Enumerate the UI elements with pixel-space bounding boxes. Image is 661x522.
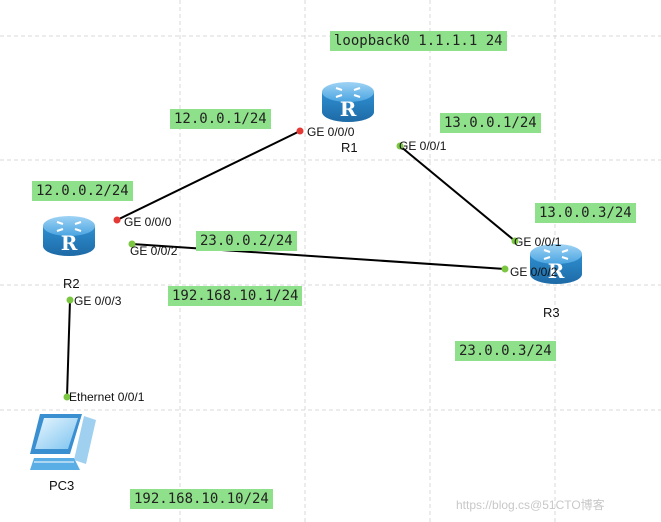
port-label-r3-ge001: GE 0/0/1 (514, 235, 562, 249)
label-r2-ge000-ip: 12.0.0.2/24 (32, 181, 133, 201)
port-label-r1-ge000: GE 0/0/0 (307, 125, 355, 139)
port-dot-r3-ge001[interactable] (511, 237, 519, 245)
svg-text:R: R (548, 259, 565, 283)
watermark-text: https://blog.cs@51CTO博客 (456, 498, 605, 512)
link-r2-pc3[interactable] (66, 299, 71, 398)
port-dot-r1-ge000[interactable] (296, 127, 304, 135)
router-r1-icon[interactable]: R (322, 82, 374, 122)
label-r1-ge000-ip: 12.0.0.1/24 (170, 109, 271, 129)
port-label-r2-ge003: GE 0/0/3 (74, 294, 122, 308)
label-loopback: loopback0 1.1.1.1 24 (330, 31, 507, 51)
port-dot-pc3-eth[interactable] (63, 393, 71, 401)
device-name-r1: R1 (341, 140, 358, 155)
svg-text:R: R (61, 231, 78, 255)
links (66, 130, 516, 398)
svg-text:R: R (340, 97, 357, 121)
device-name-pc3: PC3 (49, 478, 75, 493)
port-label-r2-ge000: GE 0/0/0 (124, 215, 172, 229)
port-dot-r2-ge003[interactable] (66, 296, 74, 304)
link-r1-r2[interactable] (116, 130, 301, 221)
port-dot-r2-ge000[interactable] (113, 216, 121, 224)
router-r3-icon[interactable]: R (530, 244, 582, 284)
port-dot-r2-ge002[interactable] (128, 240, 136, 248)
port-dot-r1-ge001[interactable] (396, 142, 404, 150)
pc3-icon[interactable] (30, 414, 96, 470)
device-name-r3: R3 (543, 305, 560, 320)
label-r1-ge001-ip: 13.0.0.1/24 (440, 113, 541, 133)
port-dot-r3-ge002[interactable] (501, 265, 509, 273)
port-label-r2-ge002: GE 0/0/2 (130, 244, 178, 258)
router-r2-icon[interactable]: R (43, 216, 95, 256)
port-label-r3-ge002: GE 0/0/2 (510, 265, 558, 279)
link-r2-r3[interactable] (131, 243, 506, 270)
label-r3-ge002-ip: 23.0.0.3/24 (455, 341, 556, 361)
link-r1-r3[interactable] (399, 145, 516, 242)
device-name-r2: R2 (63, 276, 80, 291)
port-label-pc3-eth: Ethernet 0/0/1 (69, 390, 145, 404)
label-r2-ge002-ip: 23.0.0.2/24 (196, 231, 297, 251)
port-label-r1-ge001: GE 0/0/1 (399, 139, 447, 153)
port-dots (63, 127, 519, 401)
label-r3-ge001-ip: 13.0.0.3/24 (535, 203, 636, 223)
label-pc3-ip: 192.168.10.10/24 (130, 489, 273, 509)
label-r2-ge003-ip: 192.168.10.1/24 (168, 286, 303, 306)
